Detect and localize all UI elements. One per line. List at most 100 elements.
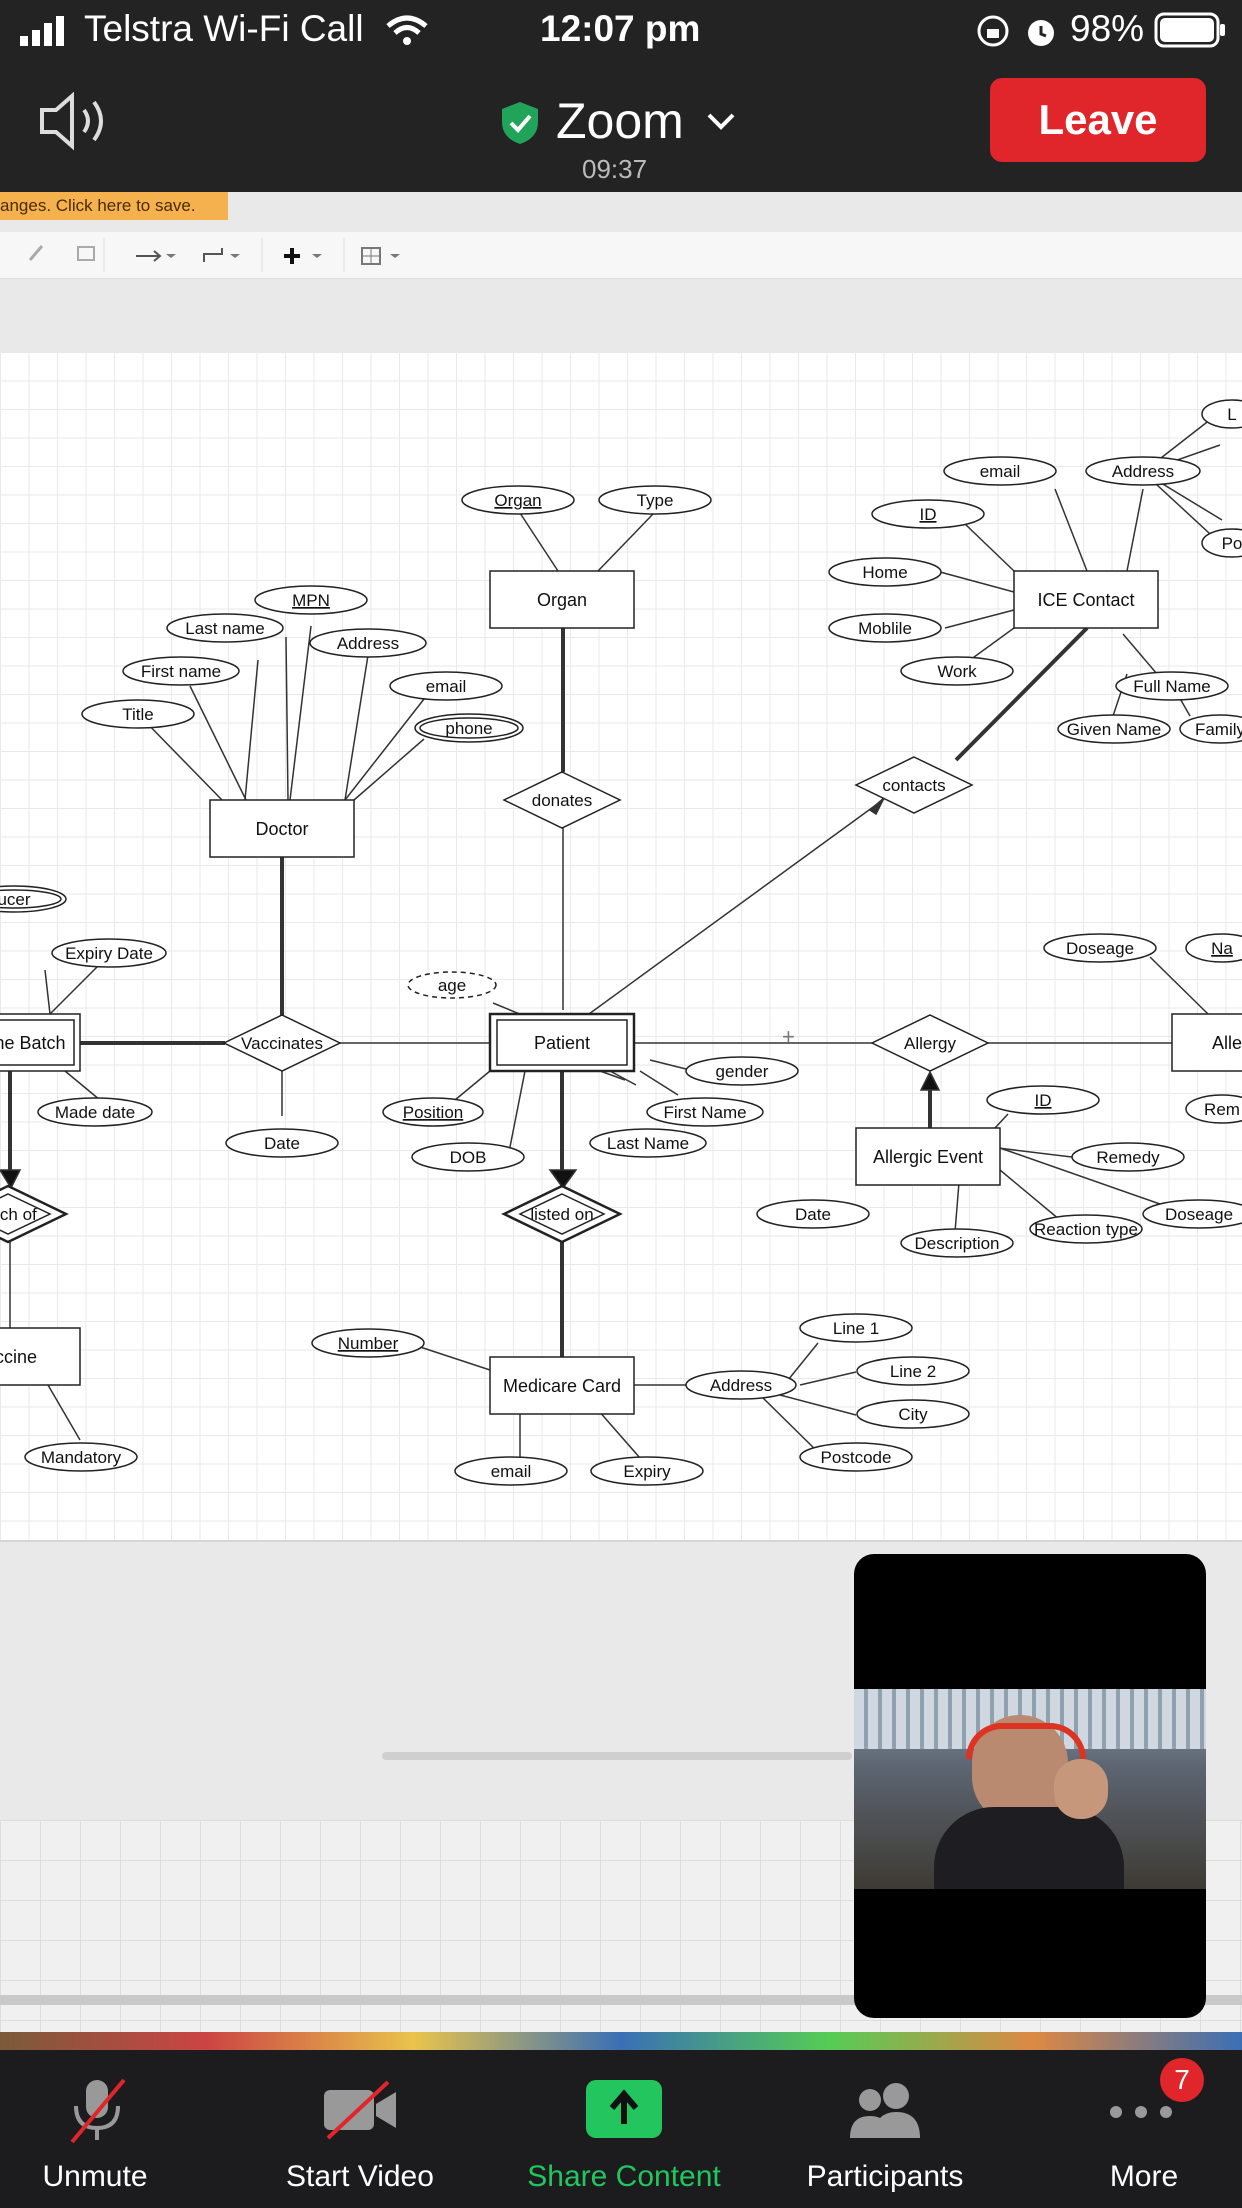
attribute-ice-po[interactable] xyxy=(1201,528,1242,558)
attribute-ice-fullname[interactable] xyxy=(1115,671,1229,701)
attribute-mc-expiry[interactable] xyxy=(590,1456,704,1486)
attribute-organ-type[interactable] xyxy=(598,485,712,515)
attribute-ice-family[interactable] xyxy=(1179,714,1242,744)
attribute-ice-email[interactable] xyxy=(943,456,1057,486)
attribute-doc-address[interactable] xyxy=(309,628,427,658)
diagram-canvas[interactable]: Organ Doctor ICE Contact Patient ne Batc… xyxy=(0,352,1242,1542)
attribute-ice-work[interactable] xyxy=(900,656,1014,686)
meeting-title[interactable]: Zoom xyxy=(556,93,684,149)
attribute-batch-expiry[interactable] xyxy=(51,938,167,968)
start-video-button[interactable]: Start Video xyxy=(270,2050,450,2208)
attribute-mc-expiry-label: Expiry xyxy=(623,1462,671,1481)
attribute-doc-first[interactable] xyxy=(122,656,240,686)
attribute-mc-line1[interactable] xyxy=(799,1313,913,1343)
status-bar: Telstra Wi-Fi Call 12:07 pm 98% xyxy=(0,0,1242,62)
rel-listed-on[interactable] xyxy=(501,1184,623,1244)
attribute-mc-number[interactable] xyxy=(311,1328,425,1358)
unsaved-changes-banner[interactable]: anges. Click here to save. xyxy=(0,192,228,220)
attribute-doc-phone[interactable] xyxy=(414,713,524,743)
entity-organ[interactable] xyxy=(489,570,635,629)
attribute-ae-dose[interactable] xyxy=(1142,1199,1242,1229)
entity-ice-contact[interactable] xyxy=(1013,570,1159,629)
attribute-ae-remedy-label: Remedy xyxy=(1096,1148,1160,1167)
attribute-ice-home[interactable] xyxy=(828,557,942,587)
attribute-ice-mobile[interactable] xyxy=(828,613,942,643)
entity-allergen[interactable] xyxy=(1171,1013,1242,1072)
toolbar-icons[interactable] xyxy=(0,232,420,278)
speaker-icon[interactable] xyxy=(38,90,110,152)
entity-doctor-label: Doctor xyxy=(255,819,308,839)
rel-allergy-label: Allergy xyxy=(904,1034,956,1053)
attribute-ae-desc[interactable] xyxy=(900,1228,1014,1258)
attribute-allergen-rem[interactable] xyxy=(1185,1094,1242,1124)
attribute-ae-remedy[interactable] xyxy=(1071,1142,1185,1172)
shared-screen: anges. Click here to save. xyxy=(0,192,1242,2050)
entity-doctor[interactable] xyxy=(209,799,355,858)
participant-video[interactable] xyxy=(854,1554,1206,2018)
rel-contacts[interactable] xyxy=(854,756,974,814)
attribute-doc-email[interactable] xyxy=(389,671,503,701)
attribute-allergen-dose[interactable] xyxy=(1043,933,1157,963)
attribute-doc-title[interactable] xyxy=(81,699,195,729)
attribute-ae-desc-label: Description xyxy=(914,1234,999,1253)
attribute-ice-id[interactable] xyxy=(871,499,985,529)
entity-allergic-event-label: Allergic Event xyxy=(873,1147,983,1167)
unmute-button[interactable]: Unmute xyxy=(0,2050,190,2208)
attribute-pat-age-label: age xyxy=(438,976,466,995)
entity-allergic-event[interactable] xyxy=(855,1127,1001,1186)
rel-donates[interactable] xyxy=(502,771,622,829)
attribute-ice-home-label: Home xyxy=(862,563,907,582)
entity-vaccine-batch[interactable] xyxy=(0,1013,81,1072)
attribute-doc-phone-label: phone xyxy=(445,719,492,738)
attribute-ae-reaction[interactable] xyxy=(1029,1214,1143,1244)
rel-vaccinates[interactable] xyxy=(222,1014,342,1072)
rel-batch-of[interactable] xyxy=(0,1184,69,1244)
leave-button[interactable]: Leave xyxy=(990,78,1206,162)
attribute-ice-address[interactable] xyxy=(1085,456,1201,486)
attribute-pat-dob[interactable] xyxy=(411,1142,525,1172)
attribute-mc-postcode[interactable] xyxy=(799,1442,913,1472)
attribute-doc-email-label: email xyxy=(426,677,467,696)
video-feed xyxy=(854,1689,1206,1889)
attribute-batch-made[interactable] xyxy=(37,1097,153,1127)
attribute-doc-last[interactable] xyxy=(166,613,284,643)
attribute-vacc-date[interactable] xyxy=(225,1128,339,1158)
attribute-ae-id[interactable] xyxy=(986,1085,1100,1115)
chevron-down-icon[interactable] xyxy=(706,112,736,132)
attribute-ice-given[interactable] xyxy=(1057,714,1171,744)
meeting-controls: Unmute Start Video Share Content Partici… xyxy=(0,2050,1242,2208)
attribute-vac-mandatory[interactable] xyxy=(24,1442,138,1472)
attribute-mc-city[interactable] xyxy=(856,1399,970,1429)
entity-patient[interactable] xyxy=(488,1012,636,1073)
attribute-pat-position[interactable] xyxy=(382,1097,484,1127)
attribute-pat-first[interactable] xyxy=(646,1097,764,1127)
carrier-label: Telstra Wi-Fi Call xyxy=(84,8,364,49)
attribute-mc-address[interactable] xyxy=(685,1370,797,1400)
attribute-organ-type-label: Type xyxy=(637,491,674,510)
attribute-organ-key[interactable] xyxy=(461,485,575,515)
attribute-vac-mandatory-label: Mandatory xyxy=(41,1448,122,1467)
horizontal-scrollbar[interactable] xyxy=(382,1752,852,1760)
attribute-producer-label: ucer xyxy=(0,890,31,909)
attribute-ae-date[interactable] xyxy=(756,1199,870,1229)
attribute-allergen-na[interactable] xyxy=(1185,933,1242,963)
attribute-organ-key-label: Organ xyxy=(494,491,541,510)
share-content-button[interactable]: Share Content xyxy=(512,2050,736,2208)
attribute-pat-position-label: Position xyxy=(403,1103,463,1122)
dock-strip xyxy=(0,2032,1242,2050)
participants-button[interactable]: Participants xyxy=(790,2050,980,2208)
attribute-doc-mpn[interactable] xyxy=(254,585,368,615)
entity-medicare-card-label: Medicare Card xyxy=(503,1376,621,1396)
attribute-pat-last[interactable] xyxy=(589,1128,707,1158)
entity-medicare-card[interactable] xyxy=(489,1356,635,1415)
attribute-pat-gender[interactable] xyxy=(685,1056,799,1086)
attribute-mc-email[interactable] xyxy=(454,1456,568,1486)
drawio-toolbar xyxy=(0,232,1242,279)
more-button[interactable]: 7 More xyxy=(1064,2050,1224,2208)
rel-allergy[interactable] xyxy=(870,1014,990,1072)
entity-vaccine[interactable] xyxy=(0,1327,81,1386)
attribute-mc-line2[interactable] xyxy=(856,1356,970,1386)
attribute-pat-age[interactable] xyxy=(407,971,497,999)
attribute-ice-l[interactable] xyxy=(1201,399,1242,429)
attribute-ice-l-label: L xyxy=(1227,405,1236,424)
